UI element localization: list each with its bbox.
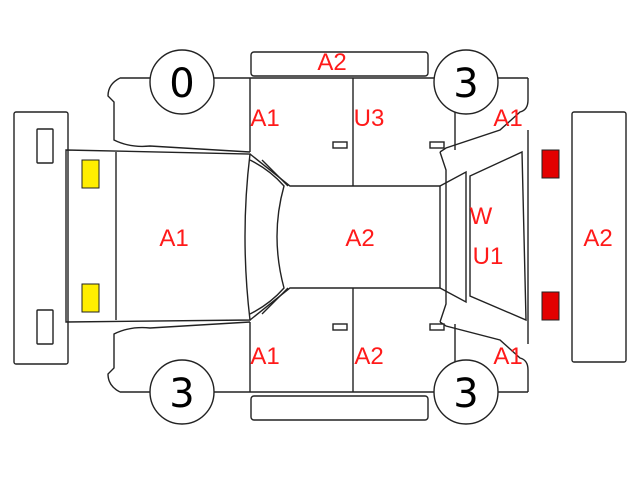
front-light-top — [81, 159, 100, 189]
door-handle-bottom-front — [332, 323, 348, 331]
windshield-inner — [249, 159, 285, 315]
trunk-window — [469, 150, 527, 322]
lower-side-outline — [107, 321, 529, 393]
wheel-rear-right: 3 — [433, 359, 499, 425]
label-rear-door-bottom: A2 — [354, 343, 383, 370]
label-windshield-w: W — [470, 203, 493, 230]
rear-light-top — [541, 149, 560, 179]
label-rear-fender-bottom: A1 — [493, 343, 522, 370]
label-trunk: A2 — [583, 225, 612, 252]
label-roof-rail: A2 — [317, 49, 346, 76]
a-pillar-lines — [261, 159, 289, 315]
rear-bumper — [571, 111, 627, 363]
label-windshield-u1: U1 — [473, 243, 504, 270]
label-rear-door-top: U3 — [354, 105, 385, 132]
door-handle-bottom-rear — [429, 323, 445, 331]
label-front-door-bottom: A1 — [250, 343, 279, 370]
wheel-rear-left: 3 — [149, 359, 215, 425]
bottom-roof-rail — [250, 395, 429, 421]
wheel-front-left-value: 0 — [169, 61, 194, 107]
top-roof-rail — [250, 51, 429, 77]
wheel-front-right-value: 3 — [453, 61, 478, 107]
front-bumper — [13, 111, 69, 365]
door-handle-top-rear — [429, 141, 445, 149]
label-rear-fender-top: A1 — [493, 105, 522, 132]
label-roof: A2 — [345, 225, 374, 252]
label-front-door-top: A1 — [250, 105, 279, 132]
wheel-rear-left-value: 3 — [169, 371, 194, 417]
wheel-rear-right-value: 3 — [453, 371, 478, 417]
label-hood: A1 — [159, 225, 188, 252]
wheel-front-right: 3 — [433, 49, 499, 115]
wheel-front-left: 0 — [149, 49, 215, 115]
front-light-bottom — [81, 283, 100, 313]
rear-light-bottom — [541, 291, 560, 321]
upper-side-outline — [107, 77, 529, 153]
c-pillar — [439, 151, 447, 323]
door-handle-top-front — [332, 141, 348, 149]
rear-window — [439, 170, 467, 304]
